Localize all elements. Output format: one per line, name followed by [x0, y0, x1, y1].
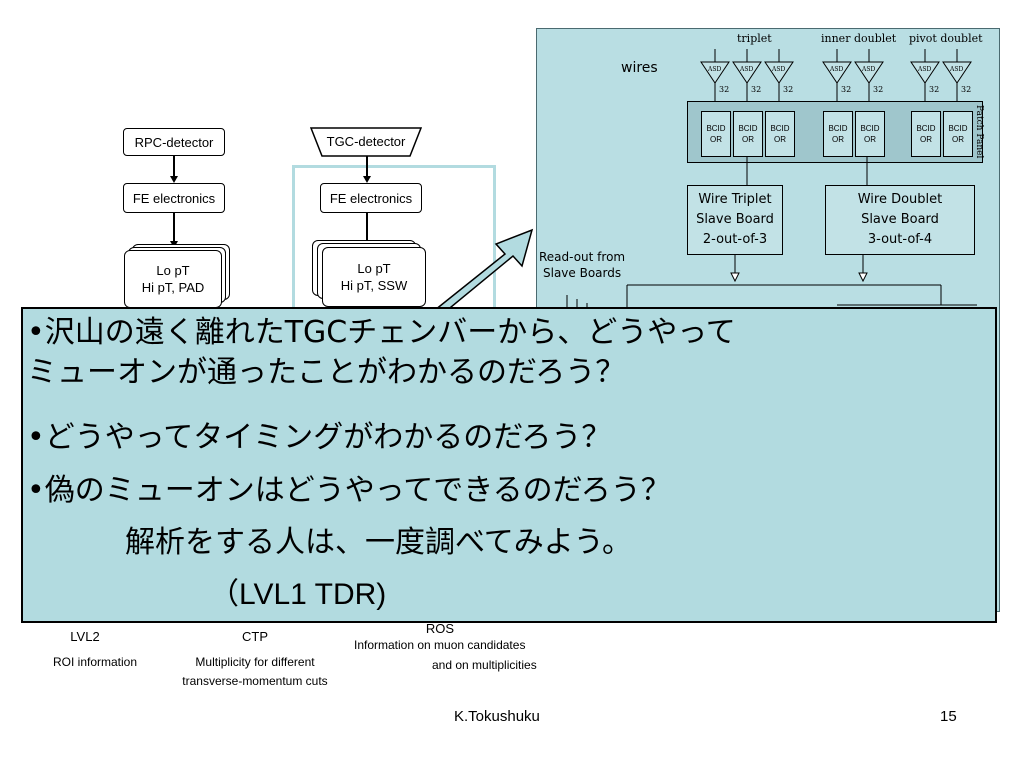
question-overlay: •沢山の遠く離れたTGCチェンバーから、どうやって ミューオンが通ったことがわか… [21, 307, 997, 623]
asd-label-6: ASD [918, 66, 932, 73]
rpc-fe-box: FE electronics [123, 183, 225, 213]
tgc-arrow-1 [366, 156, 368, 178]
question-1-line1: •沢山の遠く離れたTGCチェンバーから、どうやって [27, 315, 736, 350]
tgc-fe-box: FE electronics [320, 183, 422, 213]
asd-label-4: ASD [830, 66, 844, 73]
ros-description-1: Information on muon candidates [354, 638, 526, 652]
tdr-reference: （LVL1 TDR) [209, 578, 387, 611]
tgc-fe-label: FE electronics [329, 190, 413, 206]
patch-to-slave-lines [746, 157, 868, 185]
asd-label-7: ASD [950, 66, 964, 73]
doublet-board-line3: 3-out-of-4 [867, 232, 933, 247]
pivot-doublet-label: pivot doublet [909, 32, 983, 45]
lvl2-label: LVL2 [70, 629, 100, 644]
tgc-detector-trapezoid [310, 127, 422, 157]
rpc-detector-box: RPC-detector [123, 128, 225, 156]
asd-amplifiers [700, 49, 972, 109]
tgc-board-line1: Lo pT [357, 261, 391, 276]
tgc-arrow-2 [366, 213, 368, 243]
ctp-label: CTP [242, 629, 268, 644]
rpc-arrow-1 [173, 156, 175, 178]
tgc-arrow-1-head [363, 176, 371, 183]
rpc-board-line1: Lo pT [156, 263, 190, 278]
doublet-board-line2: Slave Board [861, 212, 939, 227]
rpc-fe-label: FE electronics [132, 190, 216, 206]
wire-doublet-slave-board: Wire Doublet Slave Board 3-out-of-4 [825, 185, 975, 255]
tgc-detector-label: TGC-detector [326, 134, 406, 149]
footer-author: K.Tokushuku [454, 708, 540, 725]
triplet-label: triplet [737, 32, 772, 45]
tgc-board-line2: Hi pT, SSW [340, 278, 408, 293]
page-number: 15 [940, 708, 957, 725]
slave-output-lines [566, 255, 977, 315]
doublet-board-line1: Wire Doublet [857, 192, 943, 207]
wire-triplet-slave-board: Wire Triplet Slave Board 2-out-of-3 [687, 185, 783, 255]
channel-count-6: 32 [929, 85, 940, 94]
readout-label-2: Slave Boards [543, 266, 622, 280]
inner-doublet-label: inner doublet [821, 32, 897, 45]
asd-label-5: ASD [862, 66, 876, 73]
asd-label-1: ASD [708, 66, 722, 73]
tgc-board: Lo pT Hi pT, SSW [322, 247, 426, 307]
asd-label-3: ASD [772, 66, 786, 73]
triplet-board-line3: 2-out-of-3 [702, 232, 768, 247]
patch-panel-label: Patch Panel [974, 105, 984, 159]
question-3: •偽のミューオンはどうやってできるのだろう？ [27, 473, 671, 508]
rpc-board: Lo pT Hi pT, PAD [124, 250, 222, 308]
readout-label-1: Read-out from [539, 250, 626, 264]
channel-count-7: 32 [961, 85, 972, 94]
channel-count-4: 32 [841, 85, 852, 94]
triplet-board-line2: Slave Board [696, 212, 774, 227]
wires-label: wires [621, 60, 658, 76]
lvl2-description: ROI information [52, 655, 138, 669]
question-2: •どうやってタイミングがわかるのだろう？ [27, 420, 612, 455]
ros-label: ROS [425, 621, 455, 636]
channel-count-1: 32 [719, 85, 730, 94]
channel-count-2: 32 [751, 85, 762, 94]
rpc-board-line2: Hi pT, PAD [141, 280, 205, 295]
ros-description-2: and on multiplicities [432, 658, 537, 672]
rpc-arrow-2 [173, 213, 175, 243]
channel-count-3: 32 [783, 85, 794, 94]
channel-count-5: 32 [873, 85, 884, 94]
ctp-description-2: transverse-momentum cuts [182, 674, 328, 688]
rpc-arrow-1-head [170, 176, 178, 183]
analysis-note: 解析をする人は、一度調べてみよう。 [125, 525, 632, 560]
ctp-description-1: Multiplicity for different [195, 655, 315, 669]
rpc-detector-label: RPC-detector [134, 134, 214, 150]
question-1-line2: ミューオンが通ったことがわかるのだろう？ [27, 355, 626, 390]
asd-label-2: ASD [740, 66, 754, 73]
triplet-board-line1: Wire Triplet [698, 192, 772, 207]
